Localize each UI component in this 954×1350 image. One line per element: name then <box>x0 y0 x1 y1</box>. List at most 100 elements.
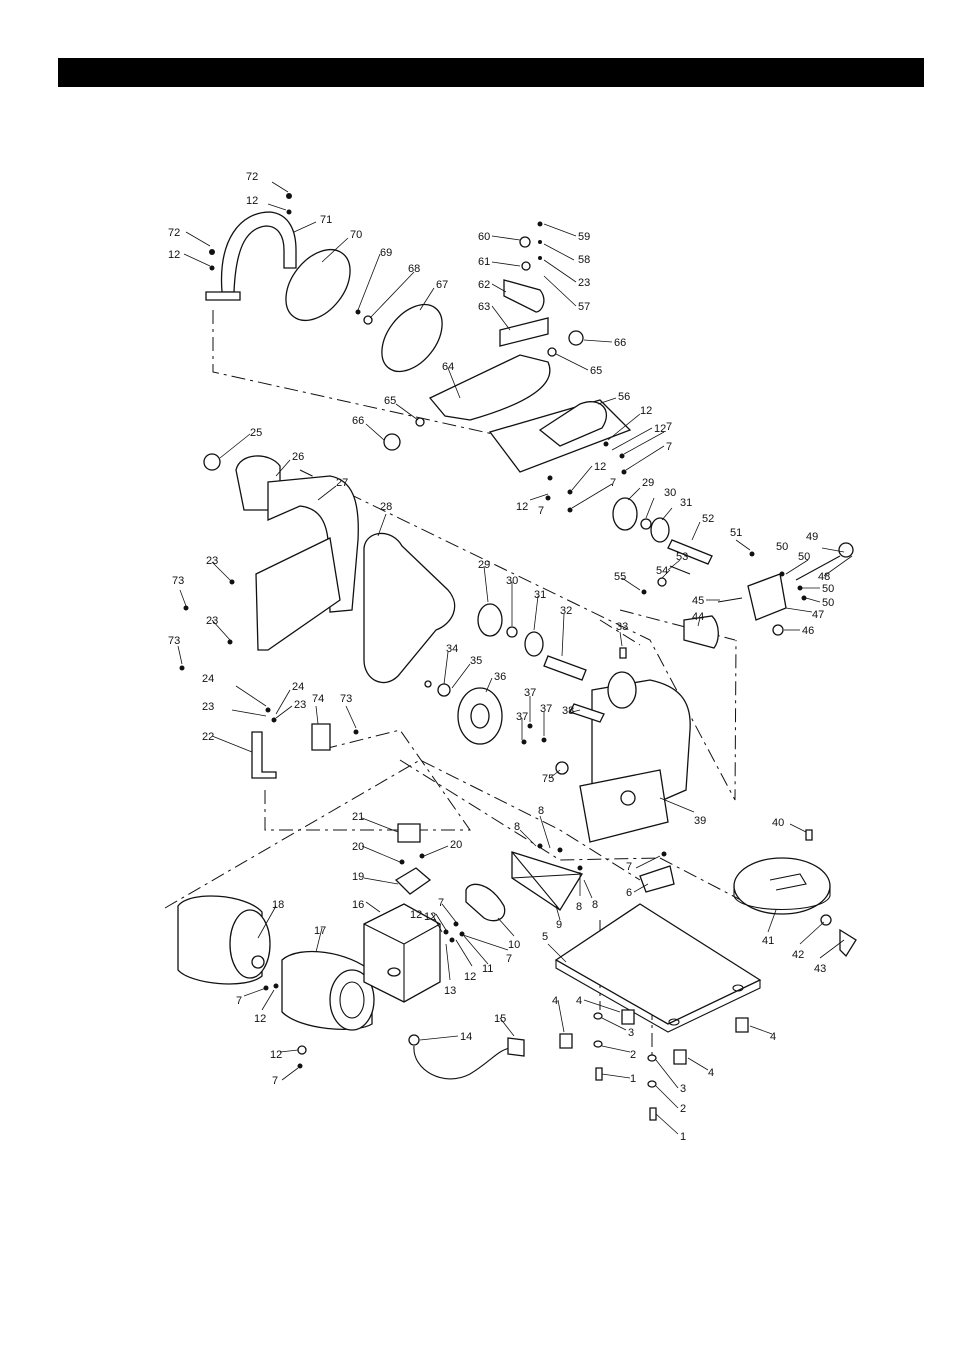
strain-relief <box>408 1034 420 1046</box>
motor <box>177 895 271 985</box>
part-label: 66 <box>352 415 364 427</box>
part-label: 22 <box>202 731 214 743</box>
part-label: 58 <box>578 254 590 266</box>
sanding-belt <box>363 532 456 684</box>
part-label: 67 <box>436 279 448 291</box>
part-label: 4 <box>770 1031 776 1043</box>
part-label: 21 <box>352 811 364 823</box>
part-label: 1 <box>680 1131 686 1143</box>
capacitor <box>465 883 506 922</box>
part-label: 50 <box>822 597 834 609</box>
bracket <box>251 731 277 779</box>
part-label: 65 <box>384 395 396 407</box>
leader-lines <box>177 181 853 1135</box>
pulley-block <box>683 615 719 649</box>
drive-shaft <box>543 655 587 681</box>
part-label: 24 <box>292 681 304 693</box>
part-label: 38 <box>562 705 574 717</box>
worktable <box>428 279 551 421</box>
part-label: 46 <box>802 625 814 637</box>
part-label: 7 <box>272 1075 278 1087</box>
part-label: 18 <box>272 899 284 911</box>
part-label: 7 <box>236 995 242 1007</box>
part-label: 12 <box>464 971 476 983</box>
part-label: 49 <box>806 531 818 543</box>
part-label: 31 <box>534 589 546 601</box>
part-label: 12 <box>246 195 258 207</box>
disc-table <box>733 857 831 915</box>
part-labels: 72 12 71 70 69 68 67 72 12 59 60 58 61 2… <box>168 171 834 1143</box>
part-label: 51 <box>730 527 742 539</box>
part-label: 36 <box>494 671 506 683</box>
part-label: 45 <box>692 595 704 607</box>
part-label: 64 <box>442 361 454 373</box>
part-label: 37 <box>540 703 552 715</box>
part-label: 32 <box>560 605 572 617</box>
part-label: 23 <box>578 277 590 289</box>
part-label: 41 <box>762 935 774 947</box>
part-label: 61 <box>478 256 490 268</box>
part-label: 72 <box>168 227 180 239</box>
part-label: 12 <box>254 1013 266 1025</box>
part-label: 4 <box>552 995 558 1007</box>
part-label: 59 <box>578 231 590 243</box>
part-label: 70 <box>350 229 362 241</box>
part-label: 52 <box>702 513 714 525</box>
rubber-foot <box>559 1033 573 1049</box>
part-label: 40 <box>772 817 784 829</box>
part-label: 24 <box>202 673 214 685</box>
part-label: 57 <box>578 301 590 313</box>
part-label: 7 <box>626 861 632 873</box>
part-label: 6 <box>626 887 632 899</box>
part-label: 63 <box>478 301 490 313</box>
part-label: 56 <box>618 391 630 403</box>
part-label: 29 <box>642 477 654 489</box>
part-label: 34 <box>446 643 458 655</box>
plug <box>507 1037 525 1057</box>
part-label: 2 <box>630 1049 636 1061</box>
switch <box>397 823 421 843</box>
part-label: 74 <box>312 693 324 705</box>
part-label: 73 <box>172 575 184 587</box>
part-label: 44 <box>692 611 704 623</box>
part-label: 7 <box>506 953 512 965</box>
part-label: 33 <box>616 621 628 633</box>
part-label: 5 <box>542 931 548 943</box>
part-label: 7 <box>538 505 544 517</box>
part-label: 19 <box>352 871 364 883</box>
part-label: 73 <box>168 635 180 647</box>
part-label: 50 <box>776 541 788 553</box>
part-label: 71 <box>320 214 332 226</box>
part-label: 7 <box>666 421 672 433</box>
part-label: 30 <box>664 487 676 499</box>
part-label: 60 <box>478 231 490 243</box>
part-label: 12 <box>594 461 606 473</box>
part-label: 23 <box>294 699 306 711</box>
part-label: 75 <box>542 773 554 785</box>
tracking-bracket <box>717 542 854 636</box>
part-label: 23 <box>206 555 218 567</box>
part-label: 9 <box>556 919 562 931</box>
part-label: 16 <box>352 899 364 911</box>
part-label: 28 <box>380 501 392 513</box>
sanding-paper <box>381 303 443 373</box>
capacitor-plate <box>511 851 583 911</box>
part-label: 11 <box>482 963 493 975</box>
part-label: 65 <box>590 365 602 377</box>
part-label: 42 <box>792 949 804 961</box>
disc-plate <box>285 248 351 322</box>
part-label: 7 <box>438 897 444 909</box>
part-label: 13 <box>444 985 456 997</box>
part-label: 12 <box>270 1049 282 1061</box>
part-label: 27 <box>336 477 348 489</box>
part-label: 3 <box>628 1027 634 1039</box>
part-label: 73 <box>340 693 352 705</box>
part-label: 69 <box>380 247 392 259</box>
part-label: 68 <box>408 263 420 275</box>
part-label: 20 <box>450 839 462 851</box>
part-label: 2 <box>680 1103 686 1115</box>
rollers <box>424 497 670 745</box>
part-label: 8 <box>576 901 582 913</box>
part-label: 37 <box>524 687 536 699</box>
base <box>554 903 762 1033</box>
